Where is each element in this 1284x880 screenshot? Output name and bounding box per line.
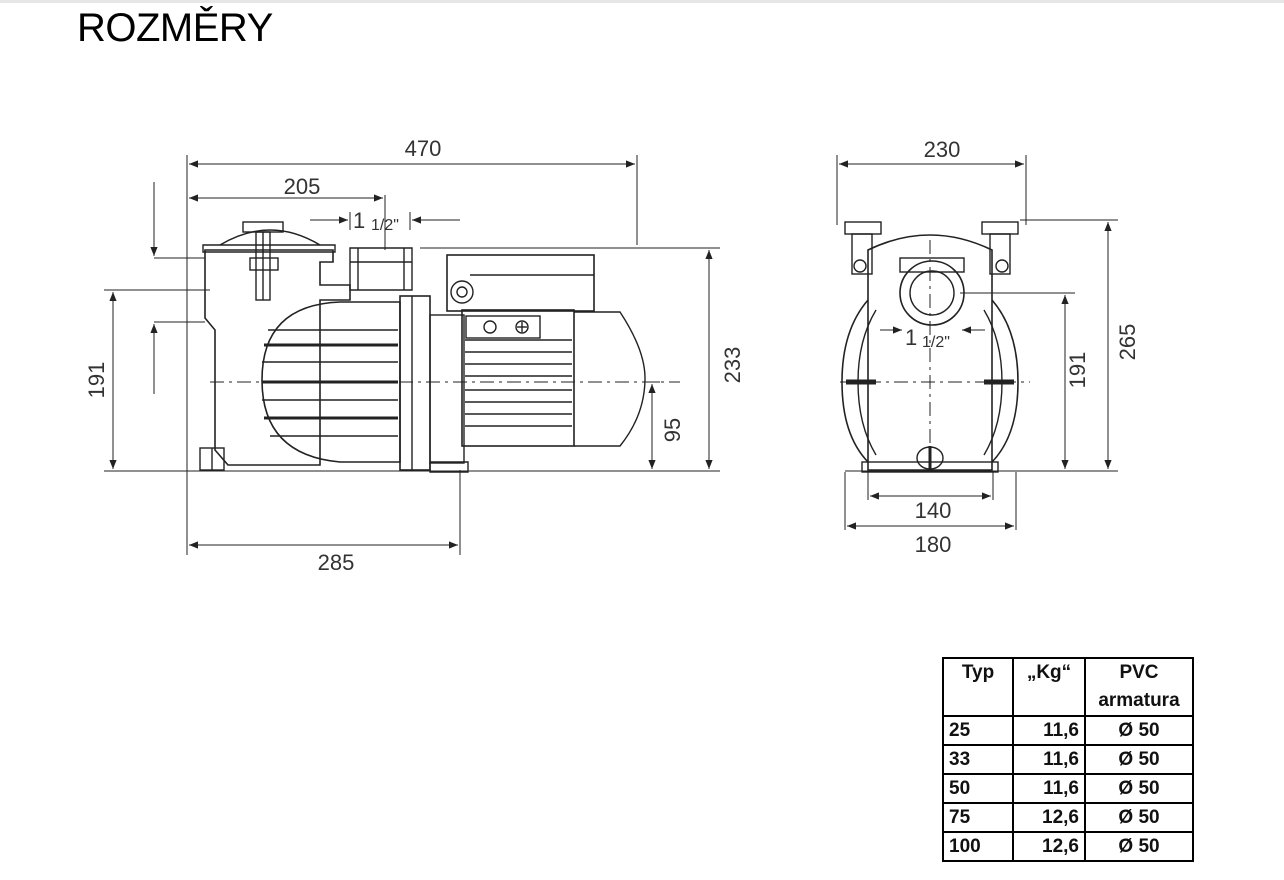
pump-dimension-drawing: 470 205 1 1/2" 285 191 233 95: [84, 136, 1140, 575]
cell-typ: 100: [942, 831, 1014, 862]
header-kg: „Kg“: [1012, 657, 1086, 717]
cell-pvc: Ø 50: [1084, 744, 1194, 775]
dim-95: 95: [660, 418, 685, 442]
dim-port-fraction: 1/2": [371, 217, 399, 234]
dim-191-front: 191: [1065, 352, 1090, 389]
cell-typ: 33: [942, 744, 1014, 775]
table-row: 75 12,6 Ø 50: [942, 802, 1194, 833]
dim-470: 470: [405, 136, 442, 161]
spec-table: Typ „Kg“ PVC armatura 25 11,6 Ø 50 33 11…: [942, 657, 1194, 862]
front-view-labels: 230 1 1/2" 140 180 191 265: [905, 137, 1140, 557]
header-typ: Typ: [942, 657, 1014, 717]
cell-pvc: Ø 50: [1084, 715, 1194, 746]
cell-pvc: Ø 50: [1084, 773, 1194, 804]
top-border: [0, 0, 1284, 3]
cell-kg: 12,6: [1012, 831, 1086, 862]
cell-kg: 11,6: [1012, 744, 1086, 775]
front-view: [836, 155, 1118, 530]
table-row: 100 12,6 Ø 50: [942, 831, 1194, 862]
cell-typ: 50: [942, 773, 1014, 804]
table-row: 25 11,6 Ø 50: [942, 715, 1194, 746]
dim-port-main: 1: [353, 208, 365, 233]
page-title: ROZMĚRY: [77, 6, 273, 50]
side-view-labels: 470 205 1 1/2" 285 191 233 95: [84, 136, 745, 575]
table-row: 50 11,6 Ø 50: [942, 773, 1194, 804]
table-row: 33 11,6 Ø 50: [942, 744, 1194, 775]
dim-205: 205: [284, 174, 321, 199]
cell-typ: 75: [942, 802, 1014, 833]
dim-230: 230: [924, 137, 961, 162]
dim-port-main-front: 1: [905, 325, 917, 350]
dim-140: 140: [915, 498, 952, 523]
spec-table-header-row: Typ „Kg“ PVC armatura: [942, 657, 1194, 717]
cell-kg: 11,6: [1012, 773, 1086, 804]
dim-port-fraction-front: 1/2": [922, 334, 950, 351]
dim-285: 285: [318, 550, 355, 575]
dim-233: 233: [720, 347, 745, 384]
side-view: [104, 155, 720, 555]
cell-typ: 25: [942, 715, 1014, 746]
cell-pvc: Ø 50: [1084, 831, 1194, 862]
header-pvc-armatura: PVC armatura: [1084, 657, 1194, 717]
dim-180: 180: [915, 532, 952, 557]
dim-265: 265: [1115, 324, 1140, 361]
cell-kg: 12,6: [1012, 802, 1086, 833]
cell-pvc: Ø 50: [1084, 802, 1194, 833]
cell-kg: 11,6: [1012, 715, 1086, 746]
dim-191-side: 191: [84, 362, 109, 399]
